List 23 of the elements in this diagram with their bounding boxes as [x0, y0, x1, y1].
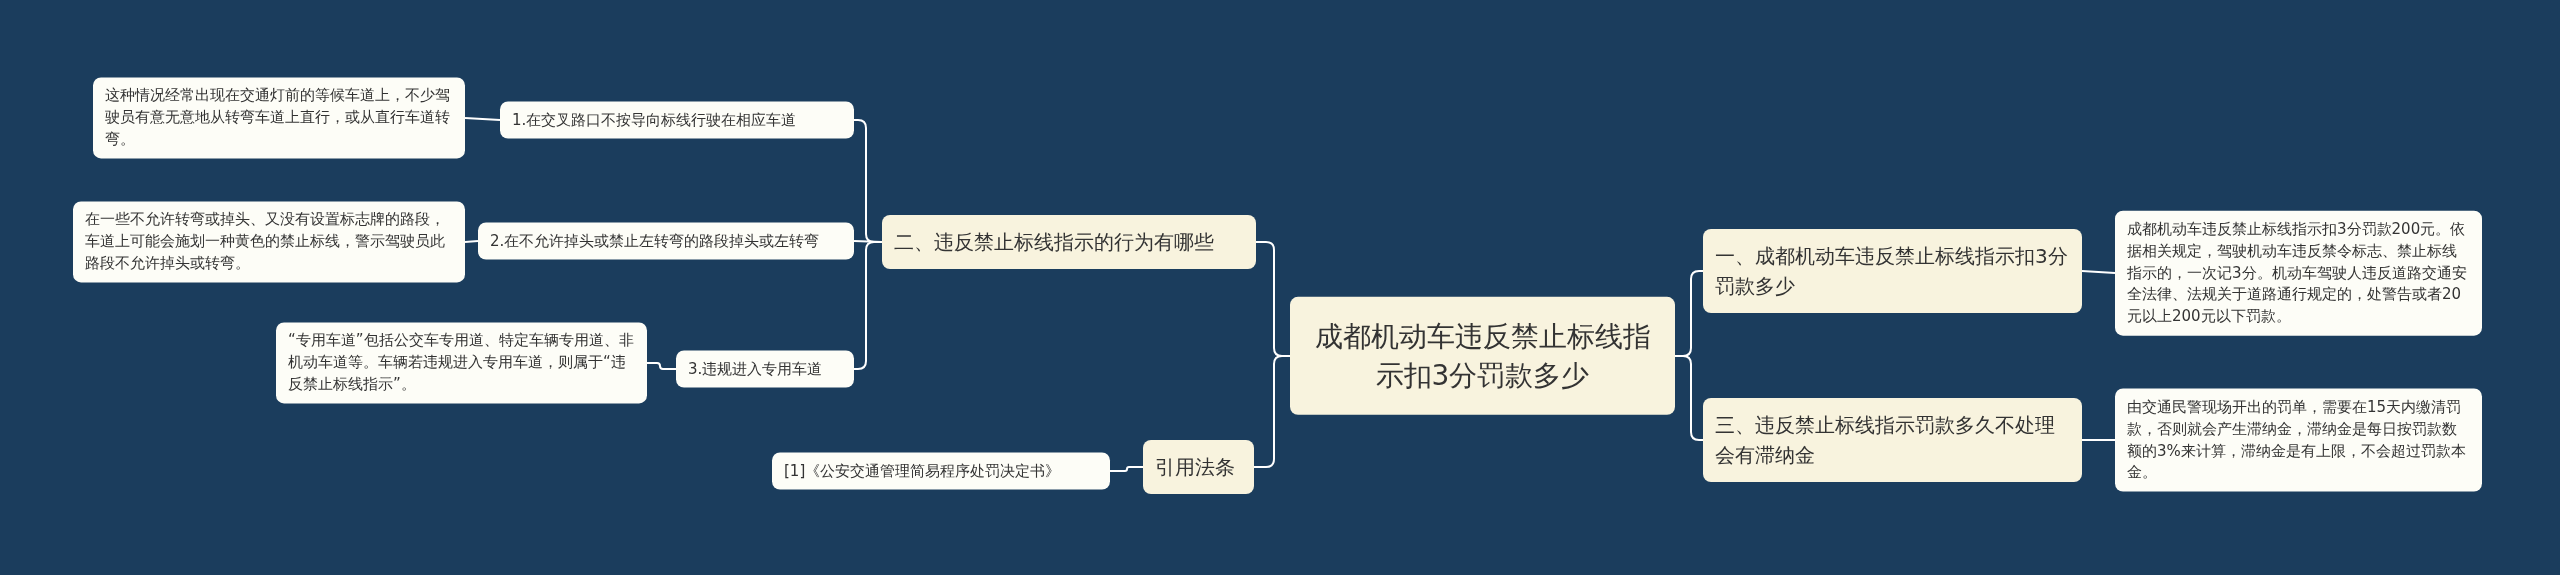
subtopic: 2.在不允许掉头或禁止左转弯的路段掉头或左转弯 [478, 222, 854, 260]
branch-topic: 一、成都机动车违反禁止标线指示扣3分罚款多少 [1703, 229, 2082, 313]
connector-line [464, 117, 501, 121]
branch-topic: 三、违反禁止标线指示罚款多久不处理会有滞纳金 [1703, 398, 2082, 482]
connector-line [1674, 355, 1704, 441]
note-card: 由交通民警现场开出的罚单，需要在15天内缴清罚款，否则就会产生滞纳金，滞纳金是每日按罚款数额的3%来计算，滞纳金是有上限，不会超过罚款本金。 [2115, 388, 2482, 492]
citation-card: [1]《公安交通管理简易程序处罚决定书》 [772, 452, 1110, 490]
connector-line [2081, 270, 2116, 274]
connector-line [853, 241, 883, 370]
connector-line [464, 240, 479, 243]
central-topic: 成都机动车违反禁止标线指示扣3分罚款多少 [1290, 296, 1675, 416]
connector-line [646, 362, 677, 370]
branch-topic: 二、违反禁止标线指示的行为有哪些 [882, 215, 1256, 269]
connector-line [1253, 355, 1291, 468]
connector-line [1109, 466, 1144, 472]
note-card: 这种情况经常出现在交通灯前的等候车道上，不少驾驶员有意无意地从转弯车道上直行，或从直行车道转弯。 [93, 77, 465, 159]
note-card: 在一些不允许转弯或掉头、又没有设置标志牌的路段，车道上可能会施划一种黄色的禁止标线，警示驾驶员此路段不允许掉头或转弯。 [73, 201, 465, 283]
note-card: “专用车道”包括公交车专用道、特定车辆专用道、非机动车道等。车辆若违规进入专用车道，则属于“违反禁止标线指示”。 [276, 322, 647, 404]
subtopic: 1.在交叉路口不按导向标线行驶在相应车道 [500, 101, 854, 139]
connector-line [2081, 439, 2116, 441]
note-card: 成都机动车违反禁止标线指示扣3分罚款200元。依据相关规定，驾驶机动车违反禁令标志、禁止标线指示的，一次记3分。机动车驾驶人违反道路交通安全法律、法规关于道路通行规定的，处警告或者20元以上200元以下罚款。 [2115, 210, 2482, 336]
branch-topic: 引用法条 [1143, 440, 1254, 494]
subtopic: 3.违规进入专用车道 [676, 350, 854, 388]
